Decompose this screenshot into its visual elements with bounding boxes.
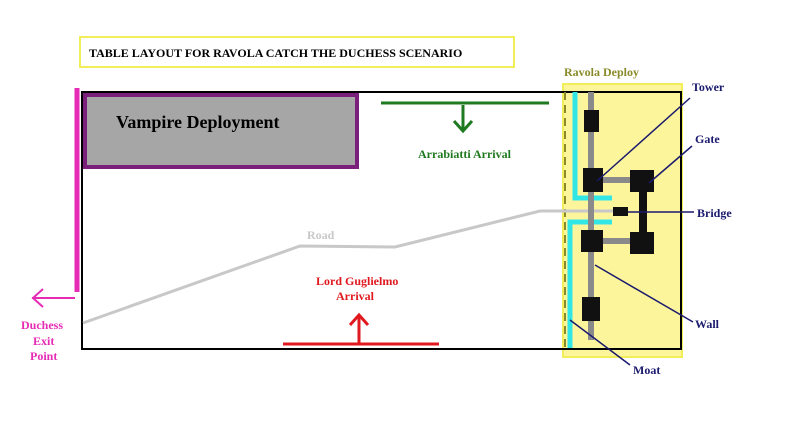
moat-upper	[572, 92, 612, 201]
table-outline	[81, 91, 682, 350]
lord-guglielmo-label-line2: Arrival	[336, 289, 375, 303]
lord-guglielmo-label-line1: Lord Guglielmo	[316, 274, 398, 288]
tower-1	[584, 110, 599, 132]
moat-lower	[567, 219, 612, 348]
wall-label: Wall	[695, 317, 720, 331]
road-label: Road	[307, 228, 335, 242]
duchess-exit-arrow-icon	[31, 288, 75, 308]
gate-pointer	[648, 145, 693, 184]
bridge-label: Bridge	[697, 206, 732, 220]
arrabiatti-arrow-icon	[452, 105, 474, 134]
tower-pointer	[596, 97, 691, 182]
vampire-deployment-label: Vampire Deployment	[116, 112, 280, 132]
diagram-title: TABLE LAYOUT FOR RAVOLA CATCH THE DUCHES…	[89, 46, 462, 60]
title-box	[79, 36, 515, 68]
tower-2	[583, 168, 603, 192]
duchess-label-line1: Duchess	[21, 318, 63, 332]
vampire-deployment-zone	[83, 93, 359, 169]
duchess-label-line3: Point	[30, 349, 57, 363]
duchess-label-line2: Exit	[33, 334, 54, 348]
castle-towers	[581, 110, 603, 321]
moat-pointer	[569, 319, 631, 366]
wall-pointer	[594, 264, 694, 323]
tower-3	[581, 230, 603, 252]
gate-label: Gate	[695, 132, 720, 146]
moat-label: Moat	[633, 363, 660, 377]
pointer-lines	[569, 97, 694, 366]
bridge	[613, 207, 628, 216]
arrabiatti-arrival-label: Arrabiatti Arrival	[418, 147, 512, 161]
ravola-deploy-label: Ravola Deploy	[564, 65, 639, 79]
lord-guglielmo-arrow-icon	[348, 312, 370, 343]
tower-4	[582, 297, 600, 321]
road-line	[82, 209, 620, 325]
tower-label: Tower	[692, 80, 725, 94]
